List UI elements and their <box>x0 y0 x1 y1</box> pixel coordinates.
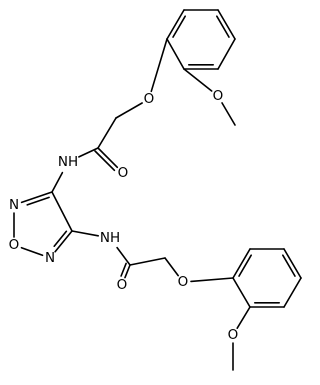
bond-line-primary <box>283 248 302 279</box>
bond-line-primary <box>164 257 179 277</box>
bond-line-primary <box>283 277 302 308</box>
bond-line-primary <box>150 38 168 93</box>
bond-line-primary <box>232 248 251 279</box>
bond-line-inner <box>281 254 296 277</box>
bond-line-primary <box>124 264 131 279</box>
bond-line-primary <box>51 171 64 193</box>
bond-line-primary <box>20 246 44 257</box>
bond-line-primary <box>71 230 99 237</box>
bond-line-primary <box>166 9 185 40</box>
bond-line-primary <box>183 68 213 92</box>
bond-line-primary <box>221 102 236 126</box>
bond-line-inner <box>172 15 186 38</box>
bond-line-primary <box>115 102 143 119</box>
bond-line-primary <box>116 246 131 266</box>
atom-label-o: O <box>9 237 20 253</box>
bond-line-primary <box>190 277 234 283</box>
bond-line-second <box>120 262 127 277</box>
atom-label-n: N <box>9 197 19 213</box>
bond-line-second <box>94 150 116 172</box>
atom-label-o: O <box>118 165 129 181</box>
atom-label-nh: NH <box>100 230 120 246</box>
atom-label-nh: NH <box>58 154 78 170</box>
bond-line-primary <box>217 9 236 40</box>
bonds-layer <box>13 9 302 371</box>
bond-line-primary <box>166 38 185 70</box>
atom-label-o: O <box>213 88 224 104</box>
atom-label-o: O <box>228 327 239 343</box>
bond-line-primary <box>236 306 251 330</box>
bond-line-inner <box>53 230 68 247</box>
bond-line-primary <box>20 191 53 204</box>
bond-line-inner <box>238 254 252 277</box>
atom-labels-layer: O O O NH N O N NH O O O <box>9 88 239 343</box>
bond-line-primary <box>54 230 73 253</box>
atom-label-n: N <box>45 250 55 266</box>
bond-line-primary <box>97 147 119 169</box>
atom-label-o: O <box>178 274 189 290</box>
bond-line-inner <box>26 196 50 206</box>
atom-label-o: O <box>144 91 155 107</box>
bond-line-primary <box>78 147 99 158</box>
bond-line-primary <box>232 277 251 308</box>
bond-line-primary <box>129 257 166 266</box>
bond-line-primary <box>217 38 236 70</box>
molecule-diagram: O O O NH N O N NH O O O <box>9 9 302 371</box>
bond-line-primary <box>51 191 73 232</box>
bond-line-primary <box>97 117 117 149</box>
bond-line-inner <box>216 15 230 38</box>
atom-label-o: O <box>117 277 128 293</box>
